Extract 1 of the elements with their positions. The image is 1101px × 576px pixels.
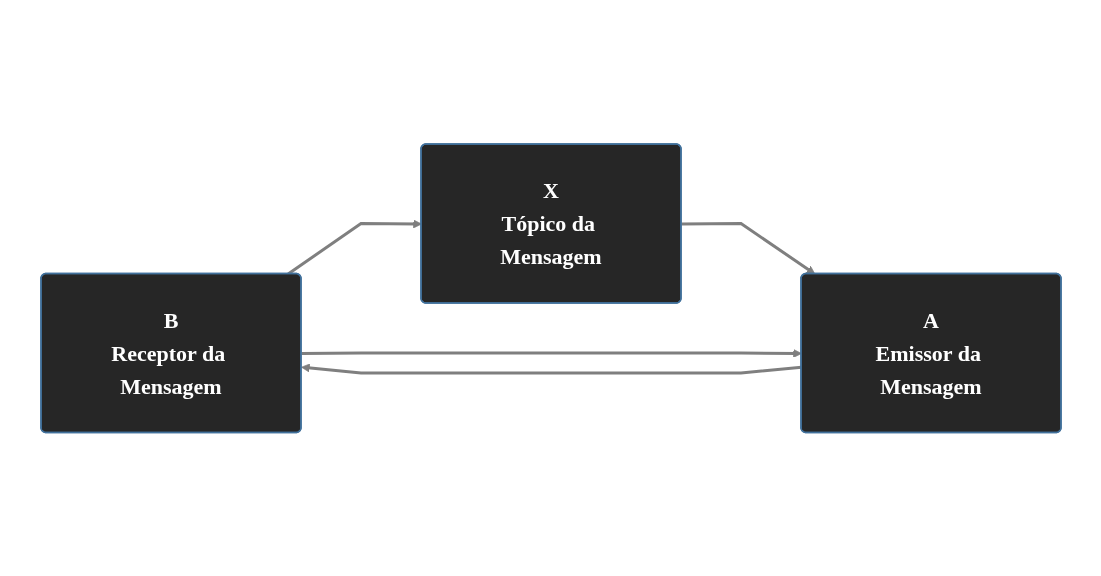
arrow [681,221,815,275]
